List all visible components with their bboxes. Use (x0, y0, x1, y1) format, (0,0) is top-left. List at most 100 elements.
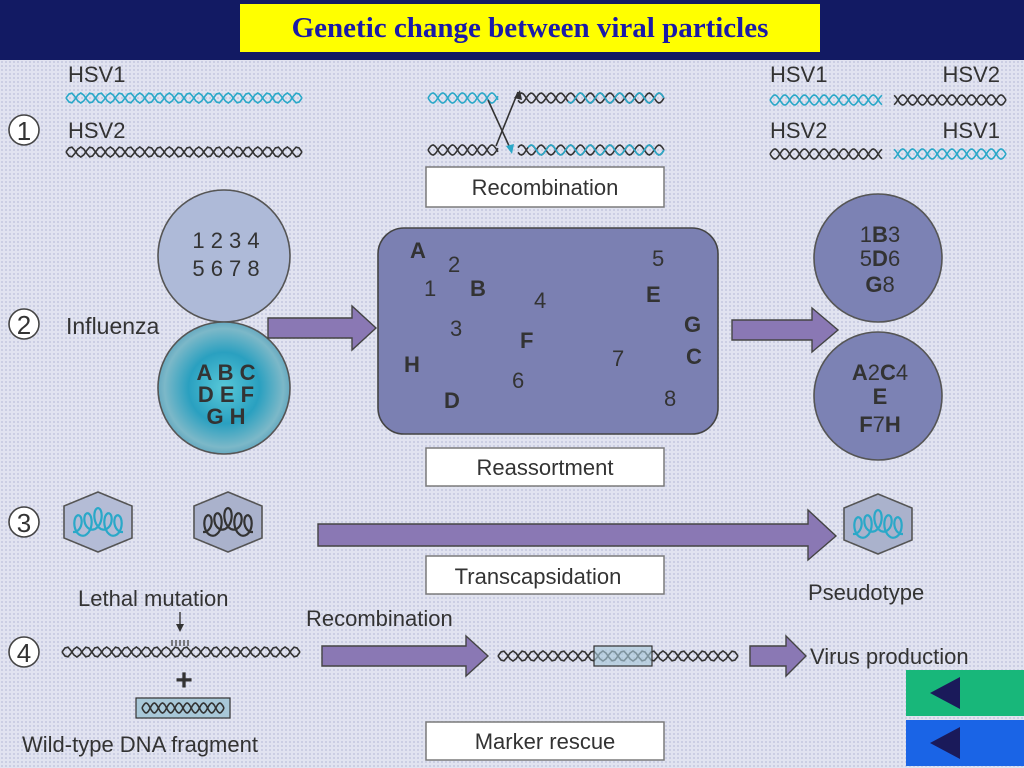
caption-reassortment: Reassortment (477, 455, 614, 480)
helix-line (427, 144, 499, 156)
segment-label: H (404, 352, 420, 377)
result-hsv1-label: HSV1 (770, 62, 827, 87)
segments-row: G H (206, 404, 245, 429)
segment-label: A (852, 360, 868, 385)
step-number-circle (8, 114, 40, 146)
arrowhead-icon (176, 624, 184, 632)
segment-label: C (880, 360, 896, 385)
hexagon-capsid-icon (193, 491, 263, 553)
segment-label: H (885, 412, 901, 437)
genome-coil-icon (203, 506, 253, 537)
strand-result-top (769, 94, 1007, 106)
helix-line (769, 94, 883, 106)
reassortant-row: E (873, 384, 888, 409)
segment-label: 1 (424, 276, 436, 301)
segment-label: B (470, 276, 486, 301)
genome-coil-icon (73, 506, 123, 537)
segment-label: F (859, 412, 872, 437)
caption-box (425, 447, 665, 487)
segment-label: 5 (860, 246, 872, 271)
segment-label: 6 (512, 368, 524, 393)
segment-label: 2 (868, 360, 880, 385)
strand-crossover-top (427, 92, 665, 104)
segment-label: E (873, 384, 888, 409)
slide-title: Genetic change between viral particles (291, 11, 769, 44)
arrow-right-icon (317, 508, 838, 562)
segment-label: 8 (664, 386, 676, 411)
segment-label: G (684, 312, 701, 337)
reassortant-particle-bottom (813, 331, 943, 461)
helix-line (427, 144, 499, 156)
reassortant-row: A2C4 (852, 360, 908, 385)
step-number: 3 (17, 508, 31, 538)
segment-label: B (872, 222, 888, 247)
helix-line (567, 92, 665, 104)
segment-label: F (520, 328, 533, 353)
section-4-marker-rescue: 4 + Wild-type DNA fragment Recombination… (8, 606, 969, 761)
reassortant-row: G8 (865, 272, 894, 297)
helix-line (769, 148, 883, 160)
caption-transcapsidation: Transcapsidation (455, 564, 622, 589)
segment-label: E (646, 282, 661, 307)
step-number-circle (8, 308, 40, 340)
segment-label: G (865, 272, 882, 297)
helix-line (427, 92, 499, 104)
nav-previous-button[interactable] (906, 670, 1024, 716)
mutation-marks (171, 640, 189, 646)
influenza-label: Influenza (66, 313, 160, 339)
segment-label: C (686, 344, 702, 369)
caption-recombination: Recombination (472, 175, 619, 200)
hexagon-capsid-icon (63, 491, 133, 553)
segment-label: 3 (888, 222, 900, 247)
arrow-right-icon (267, 304, 378, 352)
helix-line (769, 94, 883, 106)
helix-line (527, 144, 665, 156)
helix-line (65, 146, 303, 158)
result-hsv2-label: HSV2 (943, 62, 1000, 87)
segment-label: 5 (652, 246, 664, 271)
result-hsv2-label: HSV2 (770, 118, 827, 143)
step-number: 1 (17, 116, 31, 146)
title-box: Genetic change between viral particles (240, 4, 820, 52)
step-number: 2 (17, 310, 31, 340)
arrow-right-icon (321, 634, 490, 678)
pseudotype-label: Pseudotype (808, 580, 924, 605)
section-1-recombination: 1 HSV1 HSV2 Recombination HSV1 HSV2 HSV2… (8, 62, 1007, 208)
segment-label: 3 (450, 316, 462, 341)
reassortment-box (377, 227, 719, 435)
helix-line (65, 92, 303, 104)
helix-line (893, 148, 1007, 160)
strand-crossover-bottom (427, 144, 665, 156)
segment-label: 7 (612, 346, 624, 371)
helix-line (141, 702, 225, 714)
plus-sign: + (175, 664, 193, 697)
segment-label: A (410, 238, 426, 263)
caption-marker-rescue: Marker rescue (475, 729, 616, 754)
virus-production-label: Virus production (810, 644, 969, 669)
caption-box (425, 721, 665, 761)
hsv2-label: HSV2 (68, 118, 125, 143)
arrowhead-icon (506, 144, 514, 154)
helix-line (769, 148, 883, 160)
segment-label: 7 (873, 412, 885, 437)
reassortant-row: 1B3 (860, 222, 900, 247)
reassortant-row: F7H (859, 412, 901, 437)
strand-fragment (141, 702, 225, 714)
strand-result-bottom (769, 148, 1007, 160)
recombination-step-label: Recombination (306, 606, 453, 631)
strand-hsv1 (65, 92, 303, 104)
virus-particle-letters (157, 321, 291, 455)
segment-label: D (444, 388, 460, 413)
strand-hsv2 (65, 146, 303, 158)
arrowhead-icon (514, 90, 522, 100)
segments-row: A B C (196, 360, 255, 385)
crossover-line (487, 99, 511, 149)
segment-label: 4 (534, 288, 546, 313)
rescued-marker-box (593, 645, 653, 667)
step-number-circle (8, 636, 40, 668)
segment-label: 2 (448, 252, 460, 277)
nav-next-button[interactable] (906, 720, 1024, 766)
segment-label: 1 (860, 222, 872, 247)
triangle-left-icon (930, 677, 960, 709)
